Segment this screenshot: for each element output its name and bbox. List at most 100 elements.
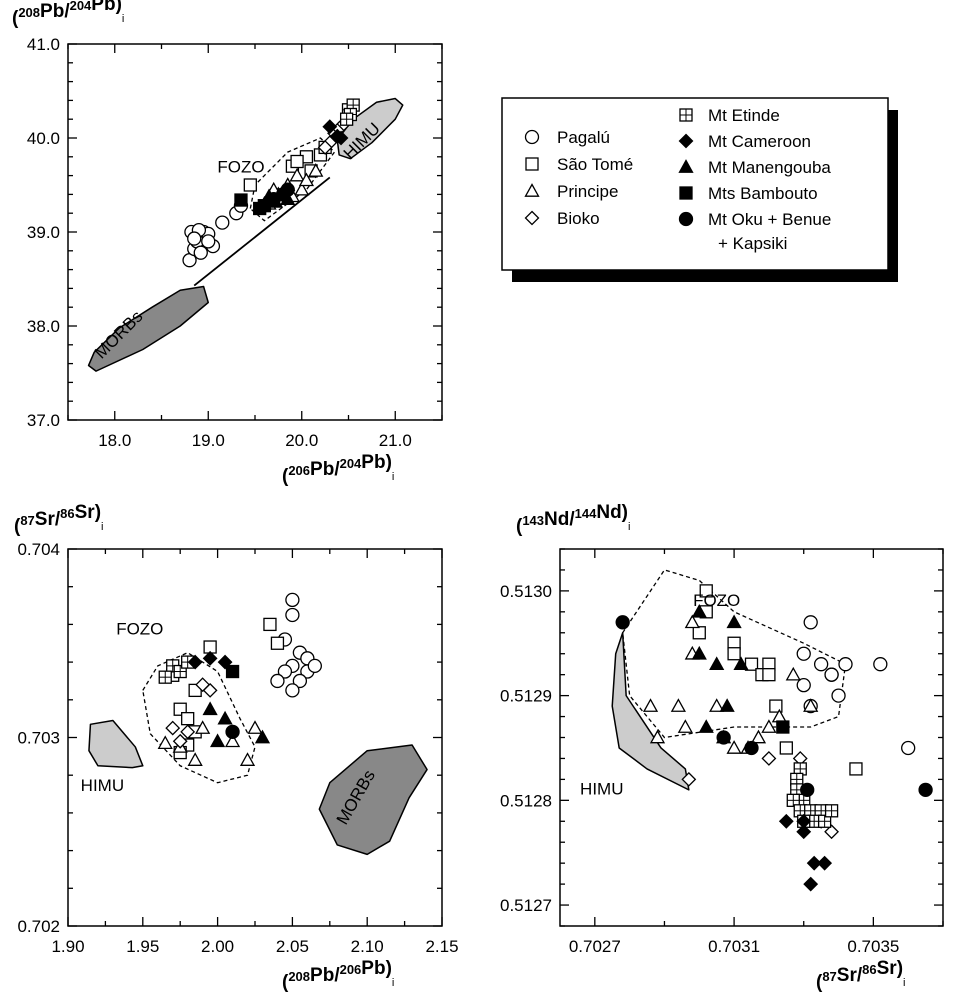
point-pagalu [193,245,208,260]
point-pagalu [796,646,811,661]
point-manengouba [726,614,742,629]
point-pagalu [873,657,888,672]
x-tick-label: 19.0 [192,431,225,450]
point-bambouto [234,193,248,207]
point-pagalu [838,657,853,672]
point-principe [195,720,211,734]
point-saotome [849,762,863,776]
point-principe [294,181,310,196]
x-tick-label: 1.90 [51,937,84,956]
point-bioko [681,771,697,787]
legend-marker-bambouto [679,186,693,200]
legend-label-manengouba: Mt Manengouba [708,158,831,177]
x-tick-label: 0.7031 [708,937,760,956]
point-manengouba [254,729,271,744]
x-tick-label: 20.0 [285,431,318,450]
point-principe [298,172,315,187]
fozo-outline [142,651,256,784]
annotation-himu: HIMU [580,779,623,798]
legend-label-pagalu: Pagalú [557,128,610,147]
point-principe [803,698,819,712]
y-tick-label: 39.0 [27,223,60,242]
point-saotome [779,741,793,755]
point-saotome [769,699,783,713]
point-saotome [762,668,776,682]
y-tick-label: 40.0 [27,129,60,148]
x-tick-label: 1.95 [126,937,159,956]
point-principe [709,698,725,712]
point-manengouba [202,701,218,716]
point-cameroon [803,876,819,892]
point-pagalu [813,657,829,672]
point-manengouba [217,710,233,725]
point-pagalu [285,683,300,698]
point-saotome [290,154,304,169]
field-morbs [318,744,428,856]
point-oku [918,782,933,798]
y-tick-label: 38.0 [27,317,60,336]
point-principe [750,729,767,744]
point-principe [649,729,666,744]
point-manengouba [698,719,714,733]
x-axis-title: (87Sr/86Sr)i [816,958,905,993]
legend-marker-principe [524,183,540,197]
legend-label-saotome: São Tomé [557,155,633,174]
point-saotome [699,584,713,598]
point-pagalu [285,607,300,623]
point-saotome [270,636,285,650]
point-cameroon [187,654,203,670]
legend-marker-pagalu [524,129,540,145]
legend-label-etinde: Mt Etinde [708,106,780,125]
point-saotome [727,647,741,661]
point-principe [247,720,263,734]
point-etinde [339,112,354,126]
x-tick-label: 21.0 [379,431,412,450]
x-tick-label: 2.10 [351,937,384,956]
legend-label-cameroon: Mt Cameroon [708,132,811,151]
point-oku [800,782,815,798]
point-pagalu [187,231,202,246]
legend-marker-bioko [524,210,540,226]
point-principe [642,698,659,712]
point-cameroon [817,855,833,871]
point-principe [670,698,686,712]
point-cameroon [778,813,794,829]
point-bioko [824,824,840,840]
point-cameroon [322,119,338,135]
y-tick-label: 0.5127 [500,896,552,915]
point-etinde [817,814,832,828]
y-axis-title: (87Sr/86Sr)i [14,502,103,537]
point-bioko [202,682,218,698]
annotation-fozo: FOZO [693,591,740,610]
point-principe [187,752,203,766]
legend-marker-etinde [679,108,693,122]
point-pagalu [796,677,811,693]
point-principe [308,163,324,177]
y-tick-label: 0.5128 [500,791,552,810]
point-manengouba [733,656,749,671]
x-tick-label: 0.7035 [847,937,899,956]
point-cameroon [202,650,218,666]
point-pagalu [201,234,216,249]
y-tick-label: 0.704 [17,540,60,559]
y-axis-title: (143Nd/144Nd)i [516,502,630,537]
legend-marker-manengouba [678,159,694,173]
point-manengouba [719,698,735,712]
x-tick-label: 2.15 [425,937,458,956]
point-etinde [824,804,839,818]
point-cameroon [796,824,812,840]
x-axis-title: (206Pb/204Pb)i [282,452,394,487]
legend-marker-saotome [525,157,539,171]
x-tick-label: 2.05 [276,937,309,956]
annotation-fozo: FOZO [217,158,264,177]
y-tick-label: 0.703 [17,729,60,748]
point-oku [225,724,240,739]
x-tick-label: 0.7027 [569,937,621,956]
point-oku [716,730,731,745]
point-bambouto [253,201,267,216]
point-principe [761,719,777,733]
